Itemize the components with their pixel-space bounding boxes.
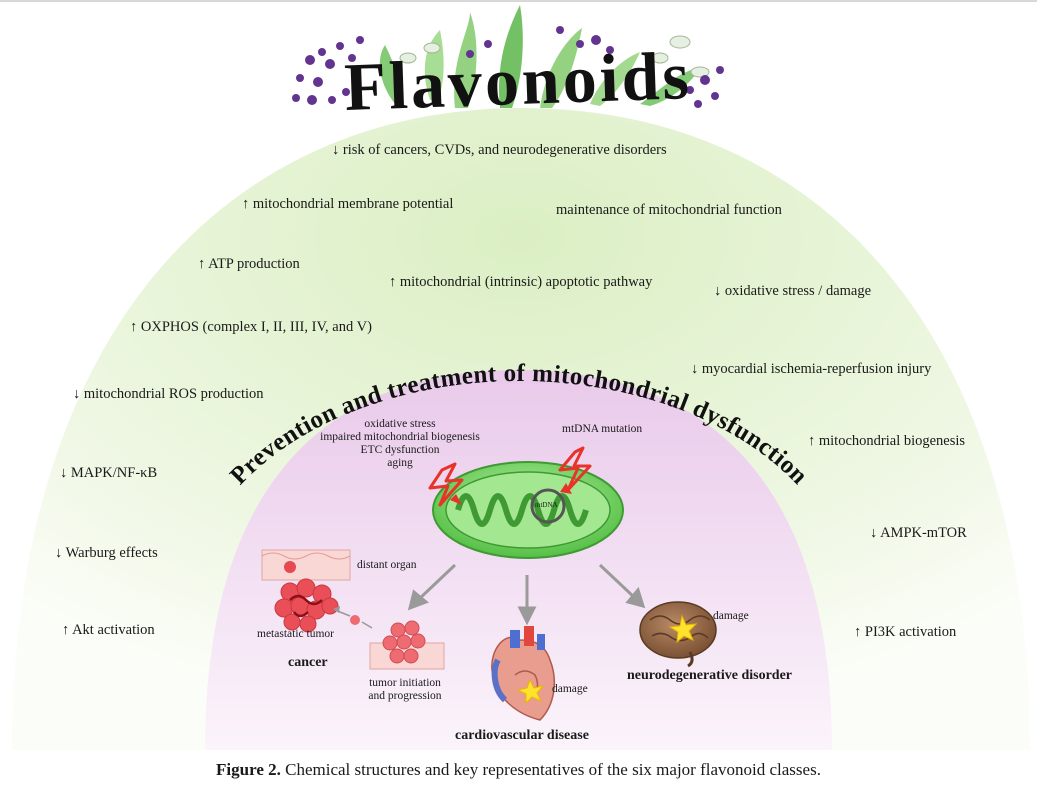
- effect-ros: ↓ mitochondrial ROS production: [73, 386, 264, 402]
- mtdna-label: mtDNA: [535, 501, 558, 509]
- main-title: Flavonoids: [343, 37, 693, 125]
- plant-decoration: [292, 5, 724, 108]
- brain-damage-label: damage: [713, 610, 749, 622]
- effect-ampk: ↓ AMPK-mTOR: [870, 525, 967, 541]
- tumor-initiation-line2: and progression: [368, 690, 442, 702]
- effect-atp: ↑ ATP production: [198, 256, 300, 272]
- cancer-illustration: [261, 549, 445, 670]
- effect-maintenance: maintenance of mitochondrial function: [556, 202, 782, 218]
- top-border: [0, 0, 1037, 2]
- cause-impaired-biogenesis: impaired mitochondrial biogenesis: [320, 431, 480, 443]
- outcome-arrows: [407, 563, 646, 626]
- neurodegenerative-disorder-label: neurodegenerative disorder: [627, 668, 792, 683]
- heart-damage-label: damage: [552, 683, 588, 695]
- figure-caption: Figure 2. Chemical structures and key re…: [0, 760, 1037, 780]
- lightning-left: [428, 462, 464, 507]
- lightning-right: [558, 446, 592, 492]
- brain-illustration: [639, 601, 717, 668]
- figure-label: Figure 2.: [216, 760, 281, 779]
- effect-apoptotic: ↑ mitochondrial (intrinsic) apoptotic pa…: [389, 274, 653, 290]
- cardiovascular-disease-label: cardiovascular disease: [455, 728, 589, 743]
- effect-biogenesis: ↑ mitochondrial biogenesis: [808, 433, 966, 449]
- cause-aging: aging: [387, 457, 413, 469]
- heart-illustration: [491, 626, 556, 721]
- effect-warburg: ↓ Warburg effects: [55, 545, 158, 561]
- cause-etc-dysfunction: ETC dysfunction: [360, 444, 440, 456]
- effect-membrane-potential: ↑ mitochondrial membrane potential: [242, 196, 454, 212]
- effect-oxidative: ↓ oxidative stress / damage: [714, 283, 872, 299]
- effect-akt: ↑ Akt activation: [62, 622, 155, 638]
- distant-organ-label: distant organ: [357, 559, 417, 571]
- metastatic-tumor-label: metastatic tumor: [257, 628, 334, 640]
- cancer-label: cancer: [288, 655, 328, 670]
- effect-oxphos: ↑ OXPHOS (complex I, II, III, IV, and V): [130, 319, 372, 335]
- effect-mapk: ↓ MAPK/NF-κB: [60, 465, 158, 481]
- figure-caption-text: Chemical structures and key representati…: [285, 760, 821, 779]
- effect-pi3k: ↑ PI3K activation: [854, 624, 957, 640]
- cause-oxidative-stress: oxidative stress: [364, 418, 436, 430]
- tumor-initiation-line1: tumor initiation: [369, 677, 441, 689]
- effect-risk: ↓ risk of cancers, CVDs, and neurodegene…: [332, 142, 667, 158]
- mtdna-mutation-label: mtDNA mutation: [562, 423, 643, 435]
- effect-myocardial: ↓ myocardial ischemia-reperfusion injury: [691, 361, 932, 377]
- mitochondrion: [432, 461, 624, 559]
